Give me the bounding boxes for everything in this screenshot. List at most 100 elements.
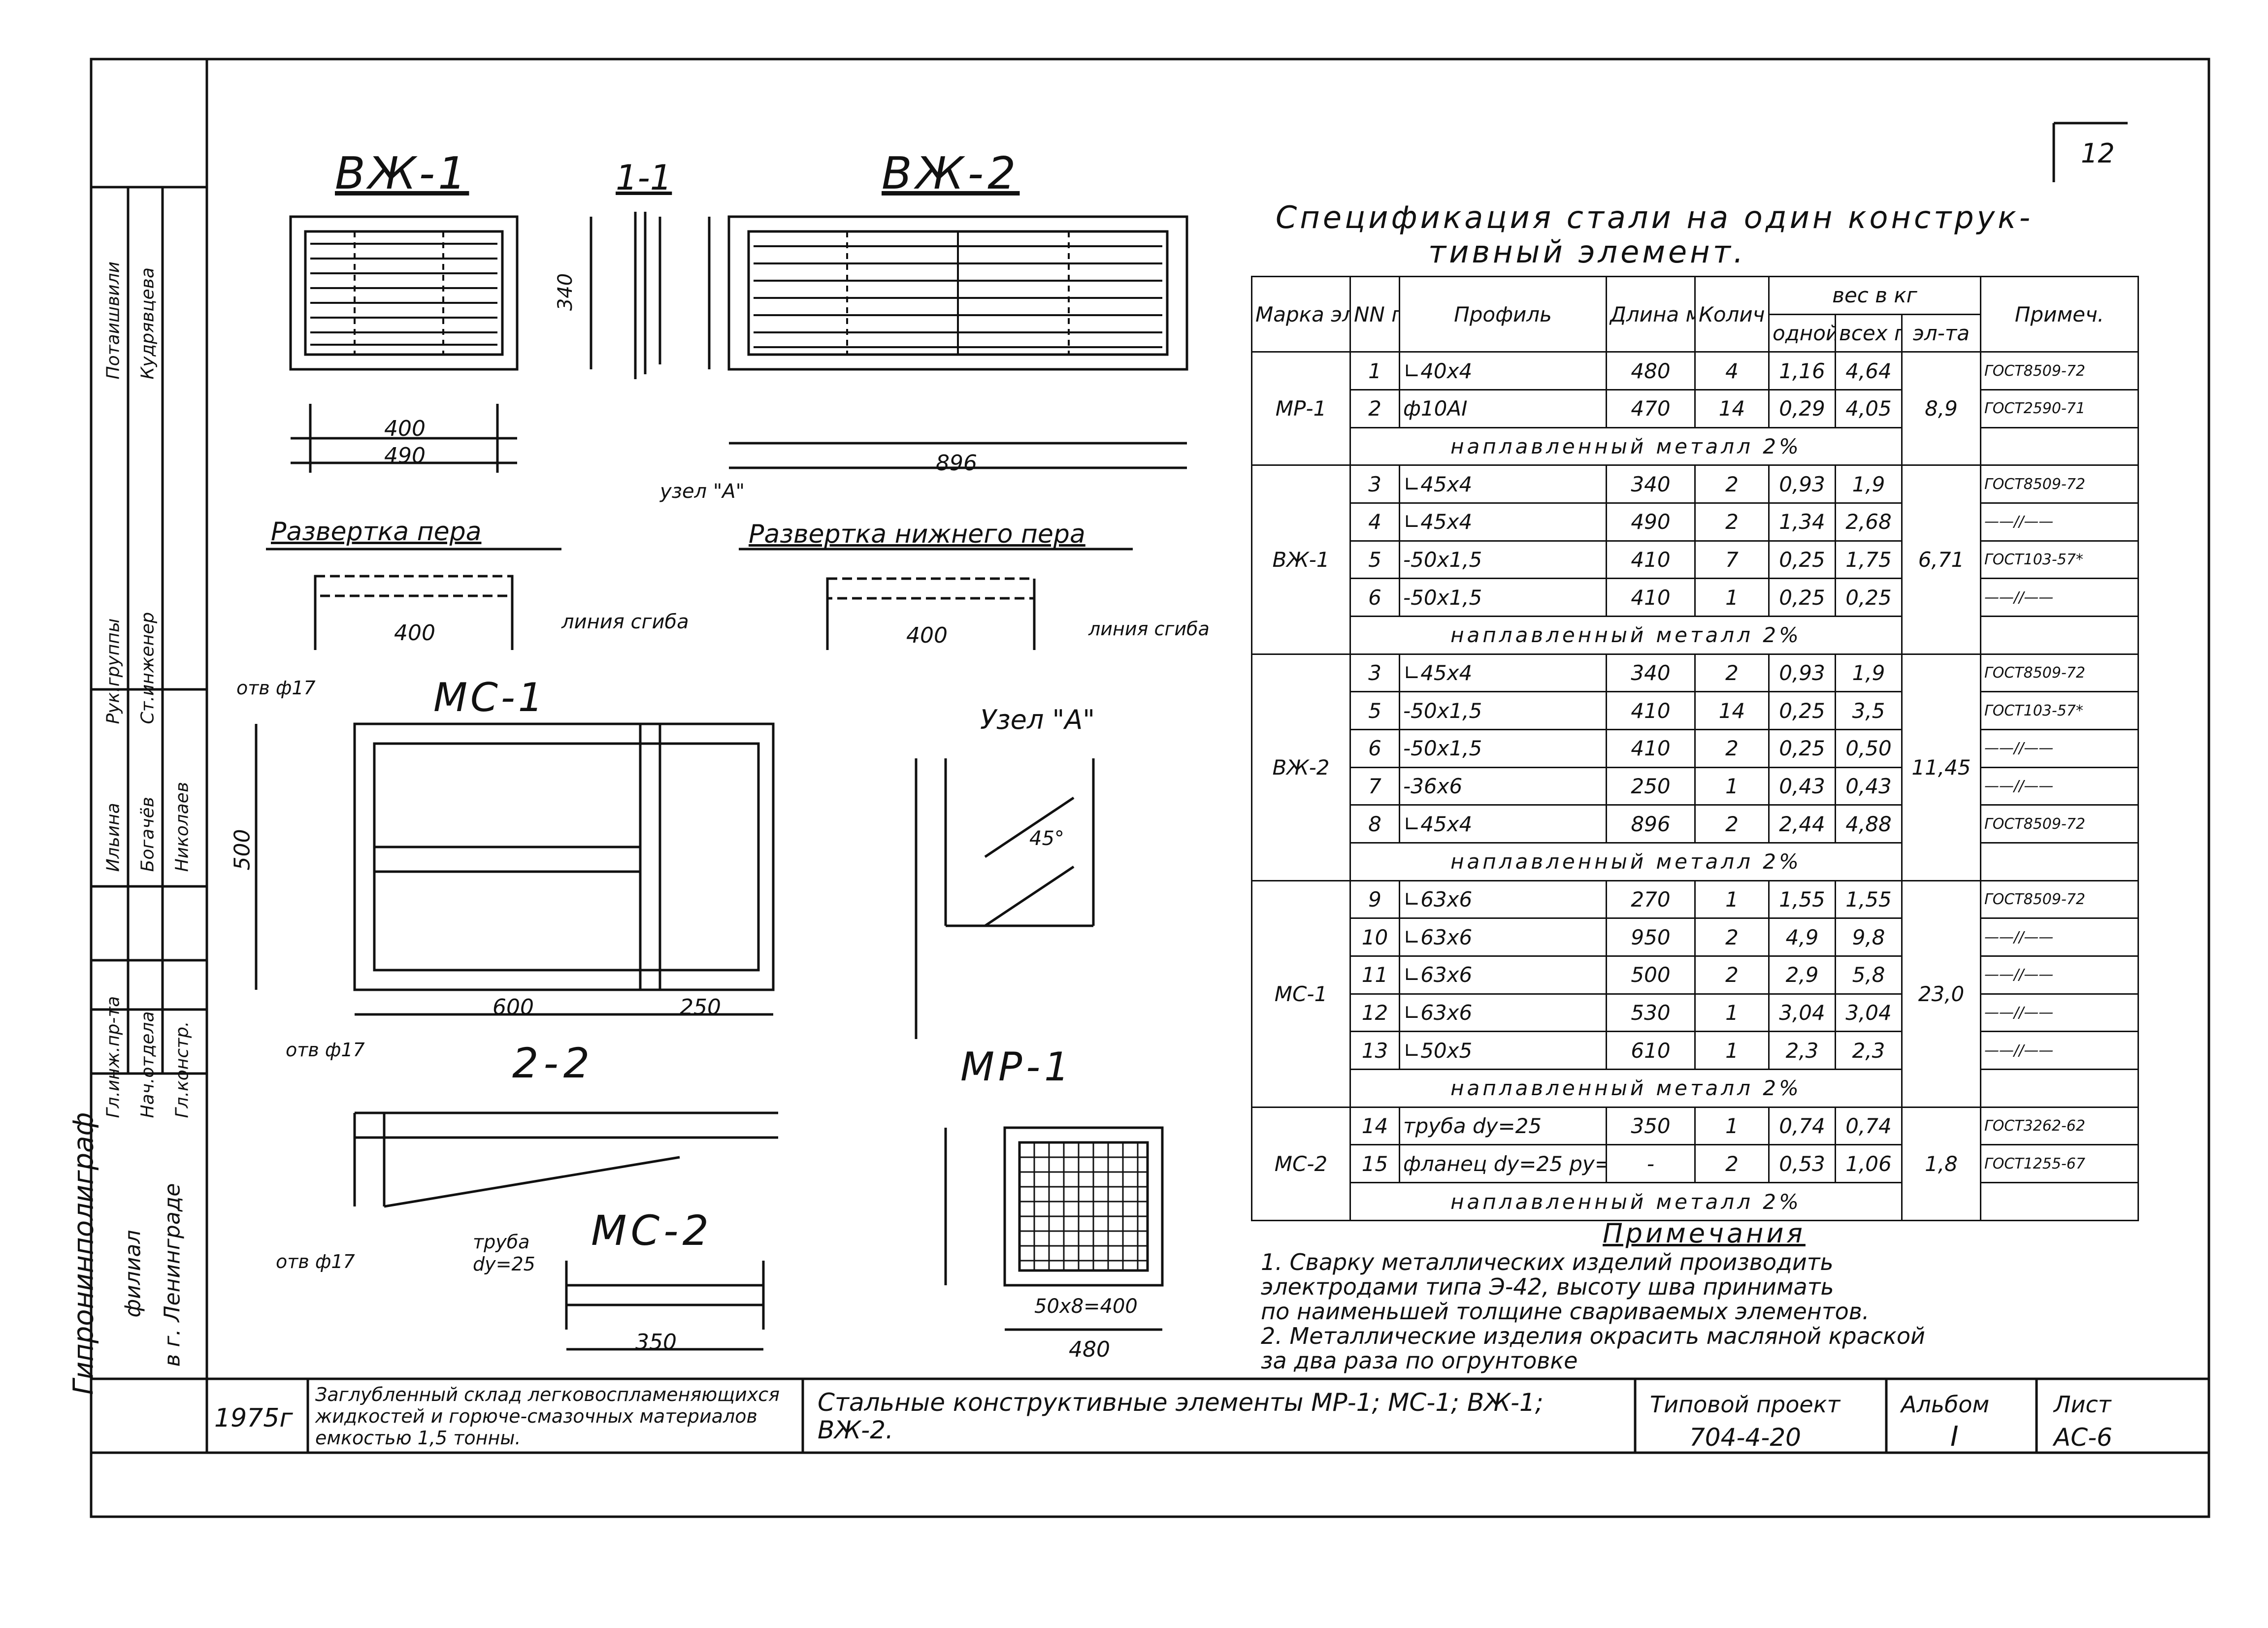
cell-w-el: 6,71 bbox=[1901, 464, 1982, 655]
sheet-title: Стальные конструктивные элементы МР-1; М… bbox=[818, 1388, 1544, 1444]
cell-length: 340 bbox=[1606, 464, 1696, 504]
cell-note: ——//—— bbox=[1980, 729, 2139, 768]
vzh1-dim-340: 340 bbox=[554, 273, 577, 311]
cell-w-one: 0,93 bbox=[1768, 464, 1836, 504]
vzh1-dim-490: 490 bbox=[384, 443, 426, 468]
cell-length: 500 bbox=[1606, 955, 1696, 995]
cell-profile: -50x1,5 bbox=[1399, 578, 1607, 618]
cell-note: ГОСТ8509-72 bbox=[1980, 804, 2139, 844]
cell-w-all: 4,05 bbox=[1835, 389, 1903, 428]
cell-profile: -50x1,5 bbox=[1399, 540, 1607, 580]
hdr-note: Примеч. bbox=[1980, 275, 2139, 353]
cell-profile: -50x1,5 bbox=[1399, 729, 1607, 768]
cell-length: 410 bbox=[1606, 729, 1696, 768]
pero-fold: линия сгиба bbox=[561, 611, 689, 633]
cell-profile: ∟45x4 bbox=[1399, 653, 1607, 693]
object-name: Заглубленный склад легковоспламеняющихся… bbox=[315, 1384, 780, 1449]
spec-title-line2: тивный элемент. bbox=[1428, 234, 1746, 270]
role-5: Гл.констр. bbox=[172, 1021, 193, 1118]
cell-pos: 5 bbox=[1349, 540, 1400, 580]
hdr-w-el: эл-та bbox=[1901, 313, 1982, 353]
cell-w-all: 2,68 bbox=[1835, 502, 1903, 542]
cell-w-el: 8,9 bbox=[1901, 351, 1982, 466]
cell-pos: 3 bbox=[1349, 653, 1400, 693]
cell-mark: МС-1 bbox=[1251, 879, 1351, 1108]
cell-w-one: 2,9 bbox=[1768, 955, 1836, 995]
spec-weld-row: наплавленный металл 2% bbox=[1252, 1182, 2139, 1221]
spec-weld-row: наплавленный металл 2% bbox=[1252, 842, 2139, 881]
cell-qty: 2 bbox=[1694, 1144, 1770, 1184]
cell-qty: 14 bbox=[1694, 389, 1770, 428]
ms1-dim-600: 600 bbox=[493, 995, 534, 1020]
cell-note: ГОСТ103-57* bbox=[1980, 540, 2139, 580]
cell-weld-note bbox=[1980, 616, 2139, 655]
pero-low-title: Развертка нижнего пера bbox=[749, 520, 1085, 549]
cell-qty: 2 bbox=[1694, 464, 1770, 504]
sec11-title: 1-1 bbox=[616, 158, 672, 198]
cell-pos: 2 bbox=[1349, 389, 1400, 428]
ms1-hole: отв ф17 bbox=[236, 677, 316, 699]
role-1: Ст.инженер bbox=[137, 612, 158, 724]
album-value: I bbox=[1950, 1421, 1959, 1453]
cell-pos: 5 bbox=[1349, 691, 1400, 731]
sheet-number: 12 bbox=[2081, 138, 2115, 169]
note-1-line3: по наименьшей толщине свариваемых элемен… bbox=[1261, 1298, 1870, 1325]
cell-pos: 3 bbox=[1349, 464, 1400, 504]
cell-length: 410 bbox=[1606, 540, 1696, 580]
cell-weld-note bbox=[1980, 1182, 2139, 1221]
cell-note: ГОСТ2590-71 bbox=[1980, 389, 2139, 428]
hdr-profile: Профиль bbox=[1399, 275, 1607, 353]
cell-note: ——//—— bbox=[1980, 766, 2139, 806]
spec-header-row: Марка эл-таNN позПрофильДлина ммКолич шт… bbox=[1251, 275, 2139, 353]
cell-length: 340 bbox=[1606, 653, 1696, 693]
spec-weld-row: наплавленный металл 2% bbox=[1252, 426, 2139, 466]
cell-profile: ∟45x4 bbox=[1399, 502, 1607, 542]
cell-w-all: 0,74 bbox=[1835, 1106, 1903, 1146]
cell-pos: 11 bbox=[1349, 955, 1400, 995]
pero-low-dim-400: 400 bbox=[906, 623, 948, 648]
cell-w-el: 11,45 bbox=[1901, 653, 1982, 881]
cell-pos: 9 bbox=[1349, 879, 1400, 919]
cell-profile: -36x6 bbox=[1399, 766, 1607, 806]
cell-profile: ф10АI bbox=[1399, 389, 1607, 428]
cell-pos: 10 bbox=[1349, 917, 1400, 957]
cell-length: 950 bbox=[1606, 917, 1696, 957]
cell-qty: 2 bbox=[1694, 729, 1770, 768]
cell-qty: 1 bbox=[1694, 578, 1770, 618]
name-0: Потаишвили bbox=[103, 261, 124, 380]
cell-pos: 6 bbox=[1349, 578, 1400, 618]
hdr-w-one: одной поз bbox=[1768, 313, 1836, 353]
cell-w-one: 2,44 bbox=[1768, 804, 1836, 844]
cell-w-el: 23,0 bbox=[1901, 879, 1982, 1108]
hdr-mark: Марка эл-та bbox=[1251, 275, 1351, 353]
role-3: Гл.инж.пр-та bbox=[103, 996, 124, 1118]
name-1: Кудрявцева bbox=[137, 267, 158, 380]
cell-qty: 1 bbox=[1694, 1106, 1770, 1146]
vzh2-dim-896: 896 bbox=[936, 451, 977, 476]
cell-weld: наплавленный металл 2% bbox=[1349, 1069, 1903, 1108]
cell-w-one: 0,25 bbox=[1768, 578, 1836, 618]
cell-w-one: 0,25 bbox=[1768, 691, 1836, 731]
cell-pos: 1 bbox=[1349, 351, 1400, 391]
role-0: Рук.группы bbox=[103, 618, 124, 724]
cell-qty: 2 bbox=[1694, 917, 1770, 957]
name-4: Богачёв bbox=[137, 797, 158, 872]
cell-profile: ∟50x5 bbox=[1399, 1031, 1607, 1071]
cell-profile: -50x1,5 bbox=[1399, 691, 1607, 731]
cell-note: ——//—— bbox=[1980, 917, 2139, 957]
cell-profile: труба dy=25 bbox=[1399, 1106, 1607, 1146]
cell-w-one: 3,04 bbox=[1768, 993, 1836, 1033]
cell-profile: ∟40x4 bbox=[1399, 351, 1607, 391]
cell-profile: ∟45x4 bbox=[1399, 464, 1607, 504]
cell-pos: 8 bbox=[1349, 804, 1400, 844]
node-a-title: Узел "А" bbox=[980, 704, 1095, 735]
cell-qty: 2 bbox=[1694, 502, 1770, 542]
